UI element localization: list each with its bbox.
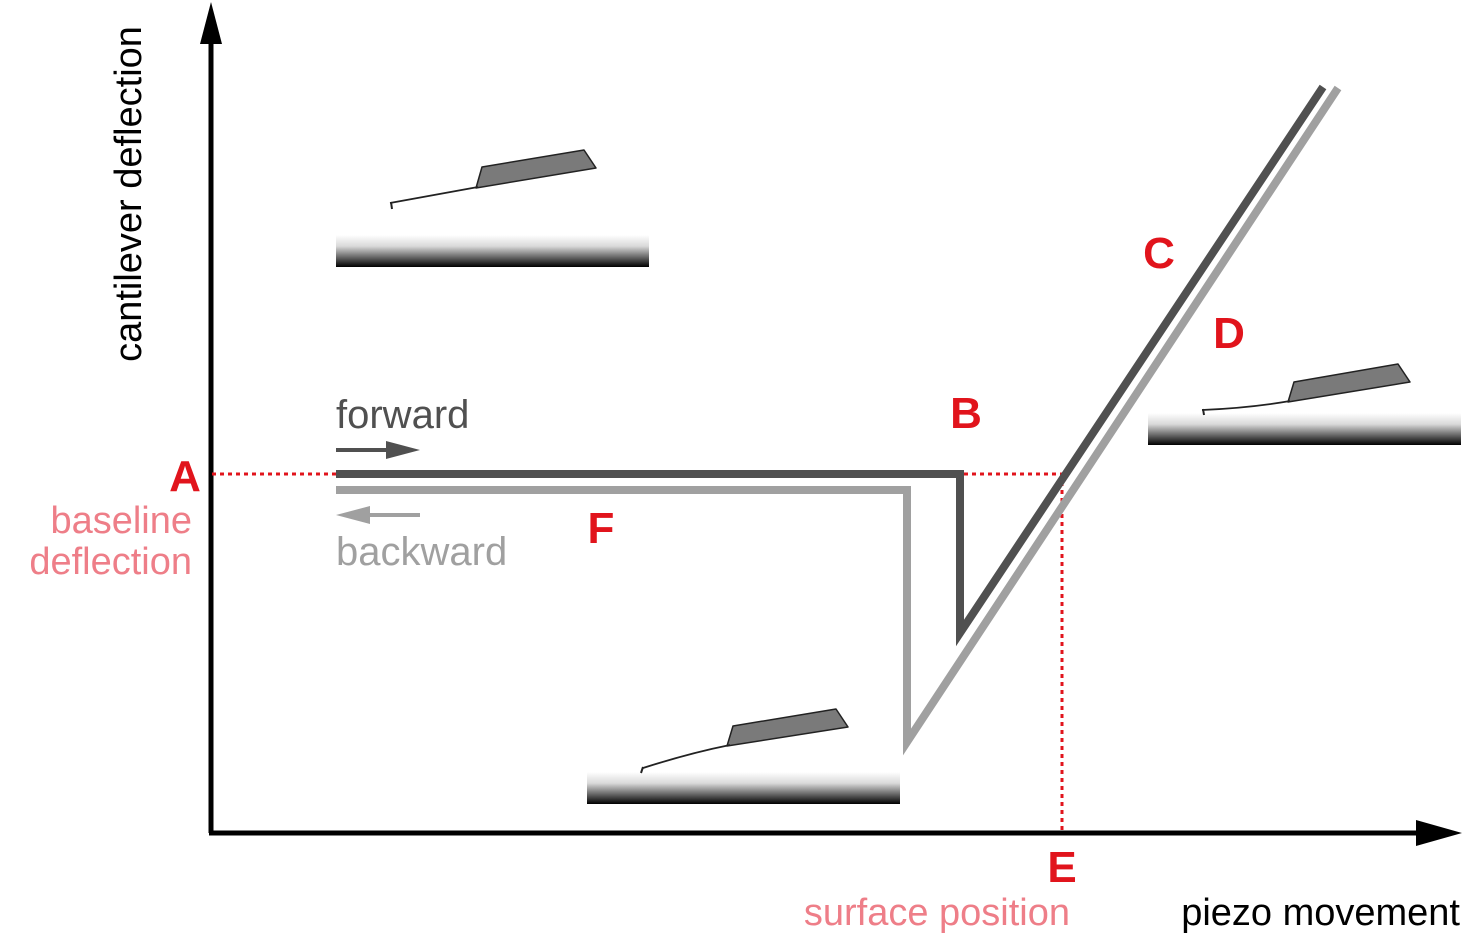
point-label-b: B <box>950 389 982 438</box>
cantilever-tip <box>390 201 393 210</box>
point-label-a: A <box>169 452 201 501</box>
y-axis-label: cantilever deflection <box>108 26 150 362</box>
x-axis-label: piezo movement <box>1181 892 1460 934</box>
x-axis-arrow <box>1416 820 1462 846</box>
cantilever-deflected-down <box>587 708 900 804</box>
surface-position-label: surface position <box>804 892 1070 934</box>
baseline-label: baseline <box>50 500 192 542</box>
forward-arrow <box>336 441 420 459</box>
backward-label: backward <box>336 530 507 574</box>
cantilever-beam <box>389 186 479 204</box>
cantilever-chip <box>726 708 849 747</box>
forward-label: forward <box>336 393 469 437</box>
y-axis-arrow <box>200 2 222 44</box>
point-label-d: D <box>1213 309 1245 358</box>
deflection-label: deflection <box>29 541 192 583</box>
cantilever-beam <box>642 744 731 769</box>
cantilever-chip <box>1287 363 1411 403</box>
cantilever-free <box>336 149 649 267</box>
sample-surface <box>1148 413 1461 445</box>
cantilever-chip <box>475 149 597 189</box>
backward-arrow <box>336 506 420 524</box>
forward-curve <box>336 84 1327 647</box>
cantilever-tip <box>640 766 644 774</box>
cantilever-tip <box>1202 408 1205 416</box>
point-label-c: C <box>1143 229 1175 278</box>
backward-curve <box>336 85 1342 756</box>
cantilever-beam <box>1201 400 1291 411</box>
cantilever-deflected-up <box>1148 363 1461 445</box>
sample-surface <box>336 235 649 267</box>
point-label-e: E <box>1047 843 1076 892</box>
point-label-f: F <box>588 504 615 553</box>
sample-surface <box>587 772 900 804</box>
axes <box>200 2 1462 846</box>
